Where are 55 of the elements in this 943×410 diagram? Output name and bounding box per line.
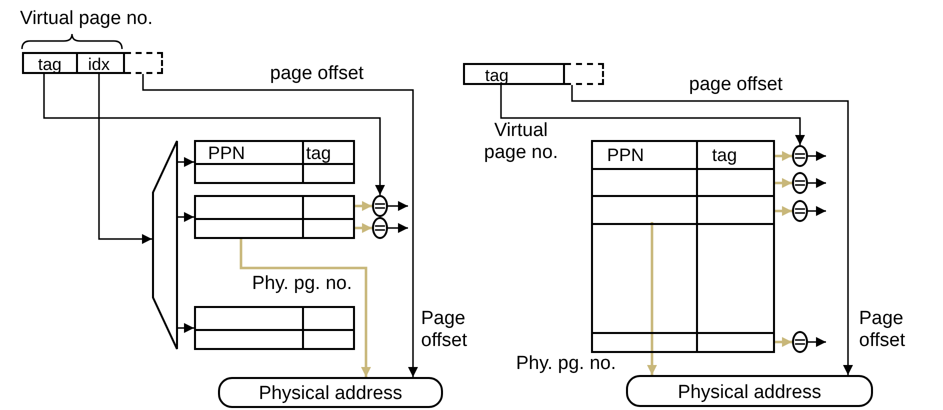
arrow	[775, 151, 792, 161]
arrow	[647, 222, 657, 375]
offset-field	[125, 52, 163, 74]
column-header: tag	[712, 146, 738, 164]
tlb-table	[591, 140, 775, 353]
column-header: PPN	[607, 146, 644, 164]
tlb-set	[194, 140, 355, 184]
arrow	[388, 201, 408, 211]
tlb-set	[194, 306, 355, 350]
field-caption: Virtual page no.	[20, 8, 153, 30]
comparator	[792, 172, 808, 194]
address-label: Physical address	[676, 383, 822, 402]
address-box	[218, 377, 443, 408]
arrow	[808, 178, 826, 188]
arrow	[388, 223, 408, 233]
address-label: Physical address	[258, 384, 404, 403]
arrow	[808, 337, 826, 347]
edge-label: Phy. pg. no.	[516, 354, 616, 373]
arrow	[98, 74, 152, 244]
column-header: tag	[306, 144, 332, 162]
edge-label: page offset	[270, 64, 364, 83]
column-header: PPN	[208, 144, 246, 162]
arrow	[43, 74, 385, 195]
arrow	[775, 178, 792, 188]
index-field	[78, 52, 125, 74]
tag-field	[463, 63, 565, 85]
arrow	[178, 323, 194, 333]
edge-label: page offset	[689, 75, 783, 94]
offset-caption: Page offset	[421, 308, 468, 352]
field-caption: Virtual page no.	[483, 120, 559, 164]
arrow	[142, 74, 418, 377]
address-box	[626, 375, 873, 407]
edge-label: Phy. pg. no.	[252, 274, 352, 293]
tag-field	[22, 52, 78, 74]
arrow	[355, 223, 372, 233]
arrow	[808, 151, 826, 161]
arrow	[808, 206, 826, 216]
comparator	[372, 195, 388, 217]
arrow	[240, 239, 371, 377]
comparator	[792, 331, 808, 353]
offset-field	[565, 63, 604, 85]
tlb-set	[194, 195, 355, 239]
arrow	[775, 206, 792, 216]
arrow	[178, 212, 194, 222]
arrow	[571, 85, 853, 375]
field-label: idx	[88, 56, 110, 73]
arrow	[178, 157, 194, 167]
arrow	[775, 337, 792, 347]
offset-caption: Page offset	[859, 308, 906, 352]
comparator	[372, 217, 388, 239]
arrow	[355, 201, 372, 211]
comparator	[792, 145, 808, 167]
comparator	[792, 200, 808, 222]
multiplexer	[152, 140, 178, 350]
arrow	[500, 85, 805, 145]
